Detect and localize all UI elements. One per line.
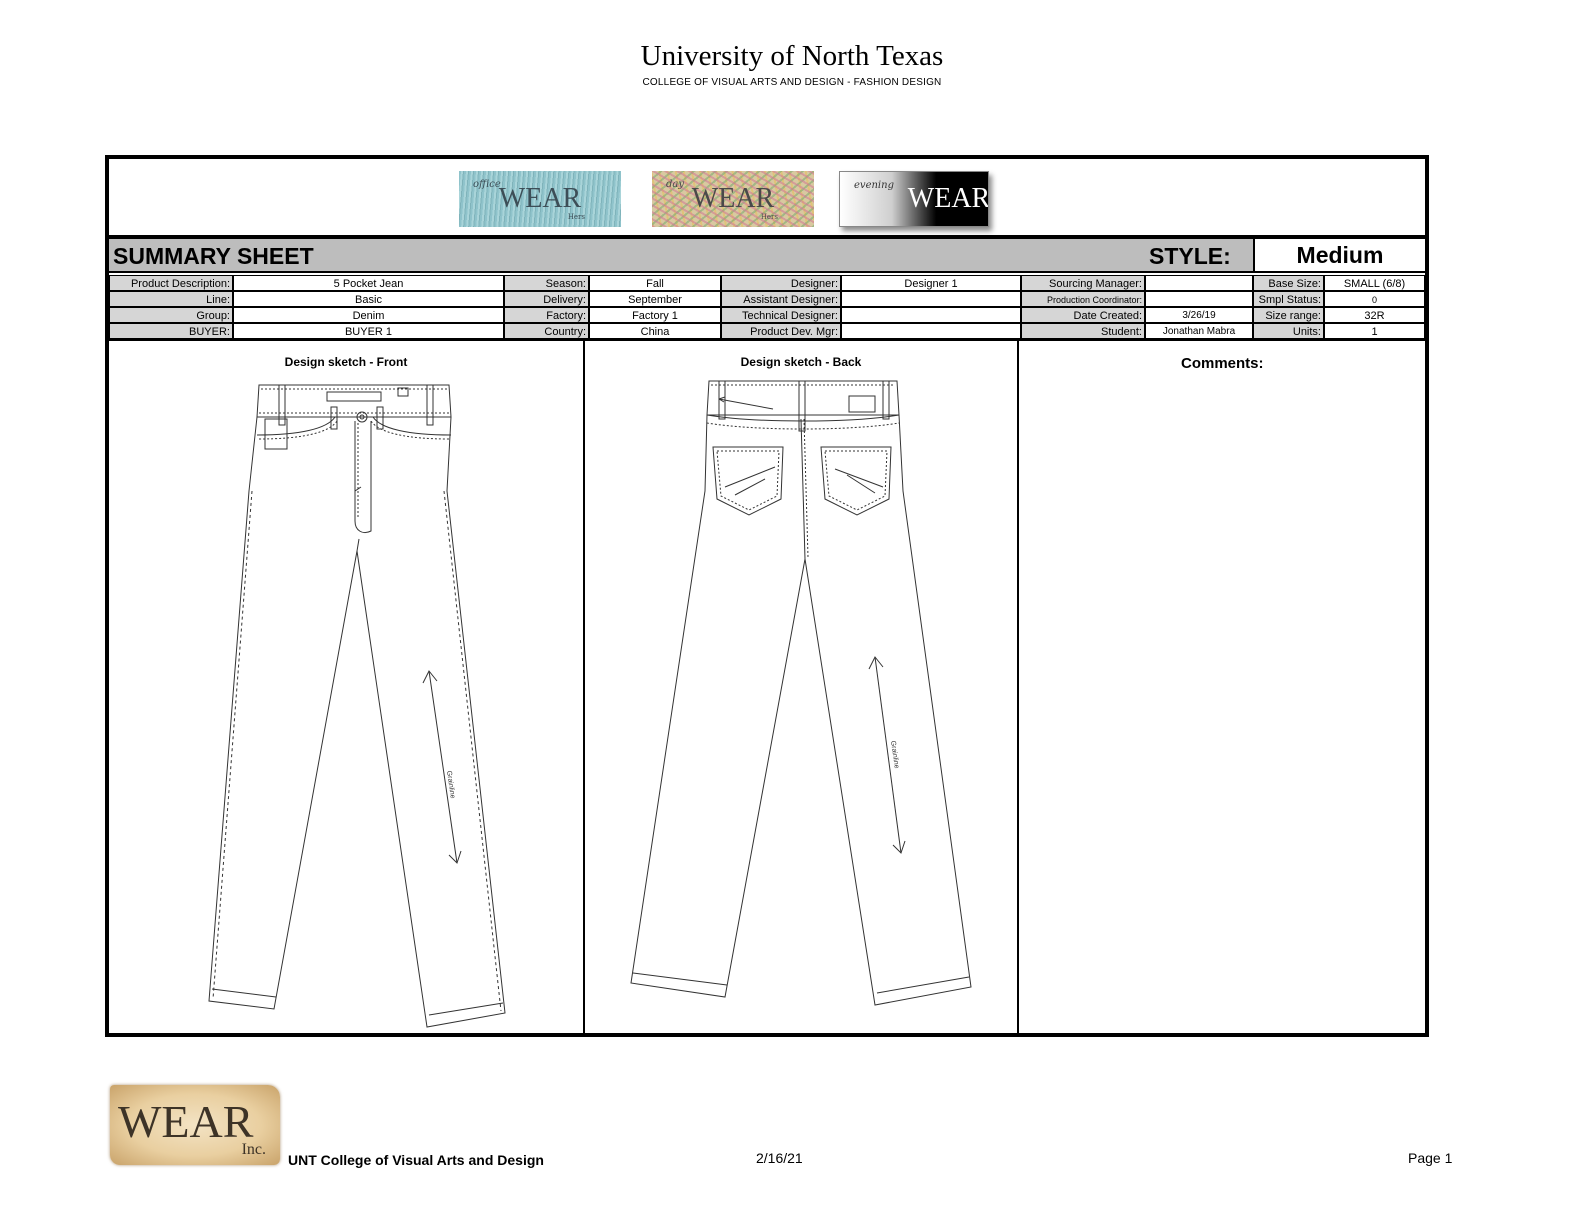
sample-status-label: Smpl Status:	[1253, 291, 1324, 307]
designer-label: Designer:	[721, 275, 841, 291]
back-sketch-panel: Design sketch - Back	[585, 341, 1019, 1033]
factory-value: Factory 1	[589, 307, 721, 323]
date-created-label: Date Created:	[1021, 307, 1145, 323]
comments-panel: Comments:	[1019, 341, 1425, 1033]
info-row: Line: Basic Delivery: September Assistan…	[109, 291, 1425, 307]
summary-bar: SUMMARY SHEET STYLE: Medium	[109, 239, 1425, 273]
back-grainline-label: Grainline	[889, 740, 900, 769]
country-label: Country:	[504, 323, 589, 339]
size-range-label: Size range:	[1253, 307, 1324, 323]
sourcing-manager-label: Sourcing Manager:	[1021, 275, 1145, 291]
logo-small-text: Hers	[760, 213, 778, 221]
sourcing-manager-value	[1145, 275, 1253, 291]
designer-value: Designer 1	[841, 275, 1021, 291]
production-coordinator-value	[1145, 291, 1253, 307]
evening-wear-logo: evening WEAR	[839, 171, 989, 227]
units-label: Units:	[1253, 323, 1324, 339]
size-range-value: 32R	[1324, 307, 1425, 323]
summary-title: SUMMARY SHEET	[113, 243, 314, 269]
base-size-value: SMALL (6/8)	[1324, 275, 1425, 291]
product-description-label: Product Description:	[109, 275, 233, 291]
product-description-value: 5 Pocket Jean	[233, 275, 504, 291]
line-label: Line:	[109, 291, 233, 307]
footer-page-number: Page 1	[1408, 1150, 1453, 1166]
logo-script-text: day	[666, 179, 685, 190]
buyer-label: BUYER:	[109, 323, 233, 339]
info-row: BUYER: BUYER 1 Country: China Product De…	[109, 323, 1425, 339]
country-value: China	[589, 323, 721, 339]
style-label: STYLE:	[1149, 243, 1231, 269]
assistant-designer-label: Assistant Designer:	[721, 291, 841, 307]
logo-script-text: office	[473, 179, 501, 190]
student-value: Jonathan Mabra	[1145, 323, 1253, 339]
base-size-label: Base Size:	[1253, 275, 1324, 291]
logo-script-text: evening	[854, 180, 894, 191]
front-grainline-label: Grainline	[445, 770, 456, 799]
info-row: Group: Denim Factory: Factory 1 Technica…	[109, 307, 1425, 323]
page-subtitle: COLLEGE OF VISUAL ARTS AND DESIGN - FASH…	[642, 77, 942, 88]
comments-title: Comments:	[1181, 355, 1264, 372]
logo-word: WEAR	[907, 183, 989, 214]
front-sketch-title: Design sketch - Front	[284, 355, 408, 369]
back-jeans-sketch: Grainline	[630, 380, 972, 1006]
student-label: Student:	[1021, 323, 1145, 339]
line-value: Basic	[233, 291, 504, 307]
front-jeans-sketch: Grainline	[208, 384, 506, 1028]
season-label: Season:	[504, 275, 589, 291]
back-sketch-title: Design sketch - Back	[740, 355, 862, 369]
assistant-designer-value	[841, 291, 1021, 307]
footer-logo-word: WEAR	[118, 1096, 254, 1147]
units-value: 1	[1324, 323, 1425, 339]
office-wear-logo: office WEAR Hers	[459, 171, 621, 227]
technical-designer-value	[841, 307, 1021, 323]
summary-sheet: office WEAR Hers day WEAR Hers evening W…	[105, 155, 1429, 1037]
footer-logo-inc: Inc.	[241, 1141, 266, 1158]
delivery-label: Delivery:	[504, 291, 589, 307]
logo-word: WEAR	[498, 183, 582, 214]
panels: Design sketch - Front	[109, 341, 1425, 1033]
group-value: Denim	[233, 307, 504, 323]
page-title: University of North Texas	[640, 40, 944, 72]
logo-word: WEAR	[691, 183, 775, 214]
wear-inc-logo: WEAR Inc.	[110, 1085, 280, 1165]
technical-designer-label: Technical Designer:	[721, 307, 841, 323]
front-sketch-panel: Design sketch - Front	[109, 341, 585, 1033]
footer-date: 2/16/21	[756, 1150, 803, 1166]
day-wear-logo: day WEAR Hers	[652, 171, 814, 227]
date-created-value: 3/26/19	[1145, 307, 1253, 323]
footer-organization: UNT College of Visual Arts and Design	[288, 1152, 544, 1168]
product-dev-mgr-value	[841, 323, 1021, 339]
group-label: Group:	[109, 307, 233, 323]
logo-band: office WEAR Hers day WEAR Hers evening W…	[109, 159, 1425, 239]
production-coordinator-label: Production Coordinator:	[1021, 291, 1145, 307]
product-dev-mgr-label: Product Dev. Mgr:	[721, 323, 841, 339]
buyer-value: BUYER 1	[233, 323, 504, 339]
logo-small-text: Hers	[567, 213, 585, 221]
delivery-value: September	[589, 291, 721, 307]
factory-label: Factory:	[504, 307, 589, 323]
info-row: Product Description: 5 Pocket Jean Seaso…	[109, 275, 1425, 291]
sample-status-value: 0	[1324, 291, 1425, 307]
info-grid: Product Description: 5 Pocket Jean Seaso…	[109, 275, 1425, 341]
season-value: Fall	[589, 275, 721, 291]
style-value: Medium	[1253, 239, 1425, 271]
